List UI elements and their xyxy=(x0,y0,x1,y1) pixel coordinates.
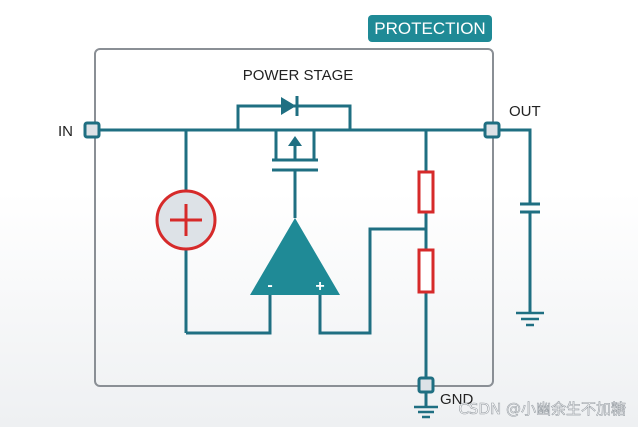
protection-badge: PROTECTION xyxy=(368,15,492,42)
in-label: IN xyxy=(58,123,73,140)
diode xyxy=(281,96,299,116)
ground-symbol-capacitor xyxy=(516,311,544,327)
watermark-text: CSDN @小幽余生不加糖 xyxy=(458,400,626,418)
in-terminal xyxy=(83,121,101,139)
protection-badge-label: PROTECTION xyxy=(374,19,485,38)
opamp-plus-label: + xyxy=(315,278,324,295)
gnd-terminal xyxy=(417,376,435,394)
out-label: OUT xyxy=(509,103,541,120)
error-amplifier: - + xyxy=(250,218,340,295)
ground-symbol-gnd xyxy=(414,405,438,419)
reference-voltage-source xyxy=(155,189,217,251)
protection-box xyxy=(94,48,494,387)
power-stage-label: POWER STAGE xyxy=(243,67,354,84)
output-capacitor xyxy=(520,202,540,214)
out-terminal xyxy=(483,121,501,139)
gnd-label: GND xyxy=(440,391,474,408)
resistor-bottom xyxy=(417,248,435,294)
resistor-top xyxy=(417,170,435,214)
circuit-wires xyxy=(100,104,532,407)
opamp-minus-label: - xyxy=(267,277,272,294)
mosfet xyxy=(272,130,318,162)
